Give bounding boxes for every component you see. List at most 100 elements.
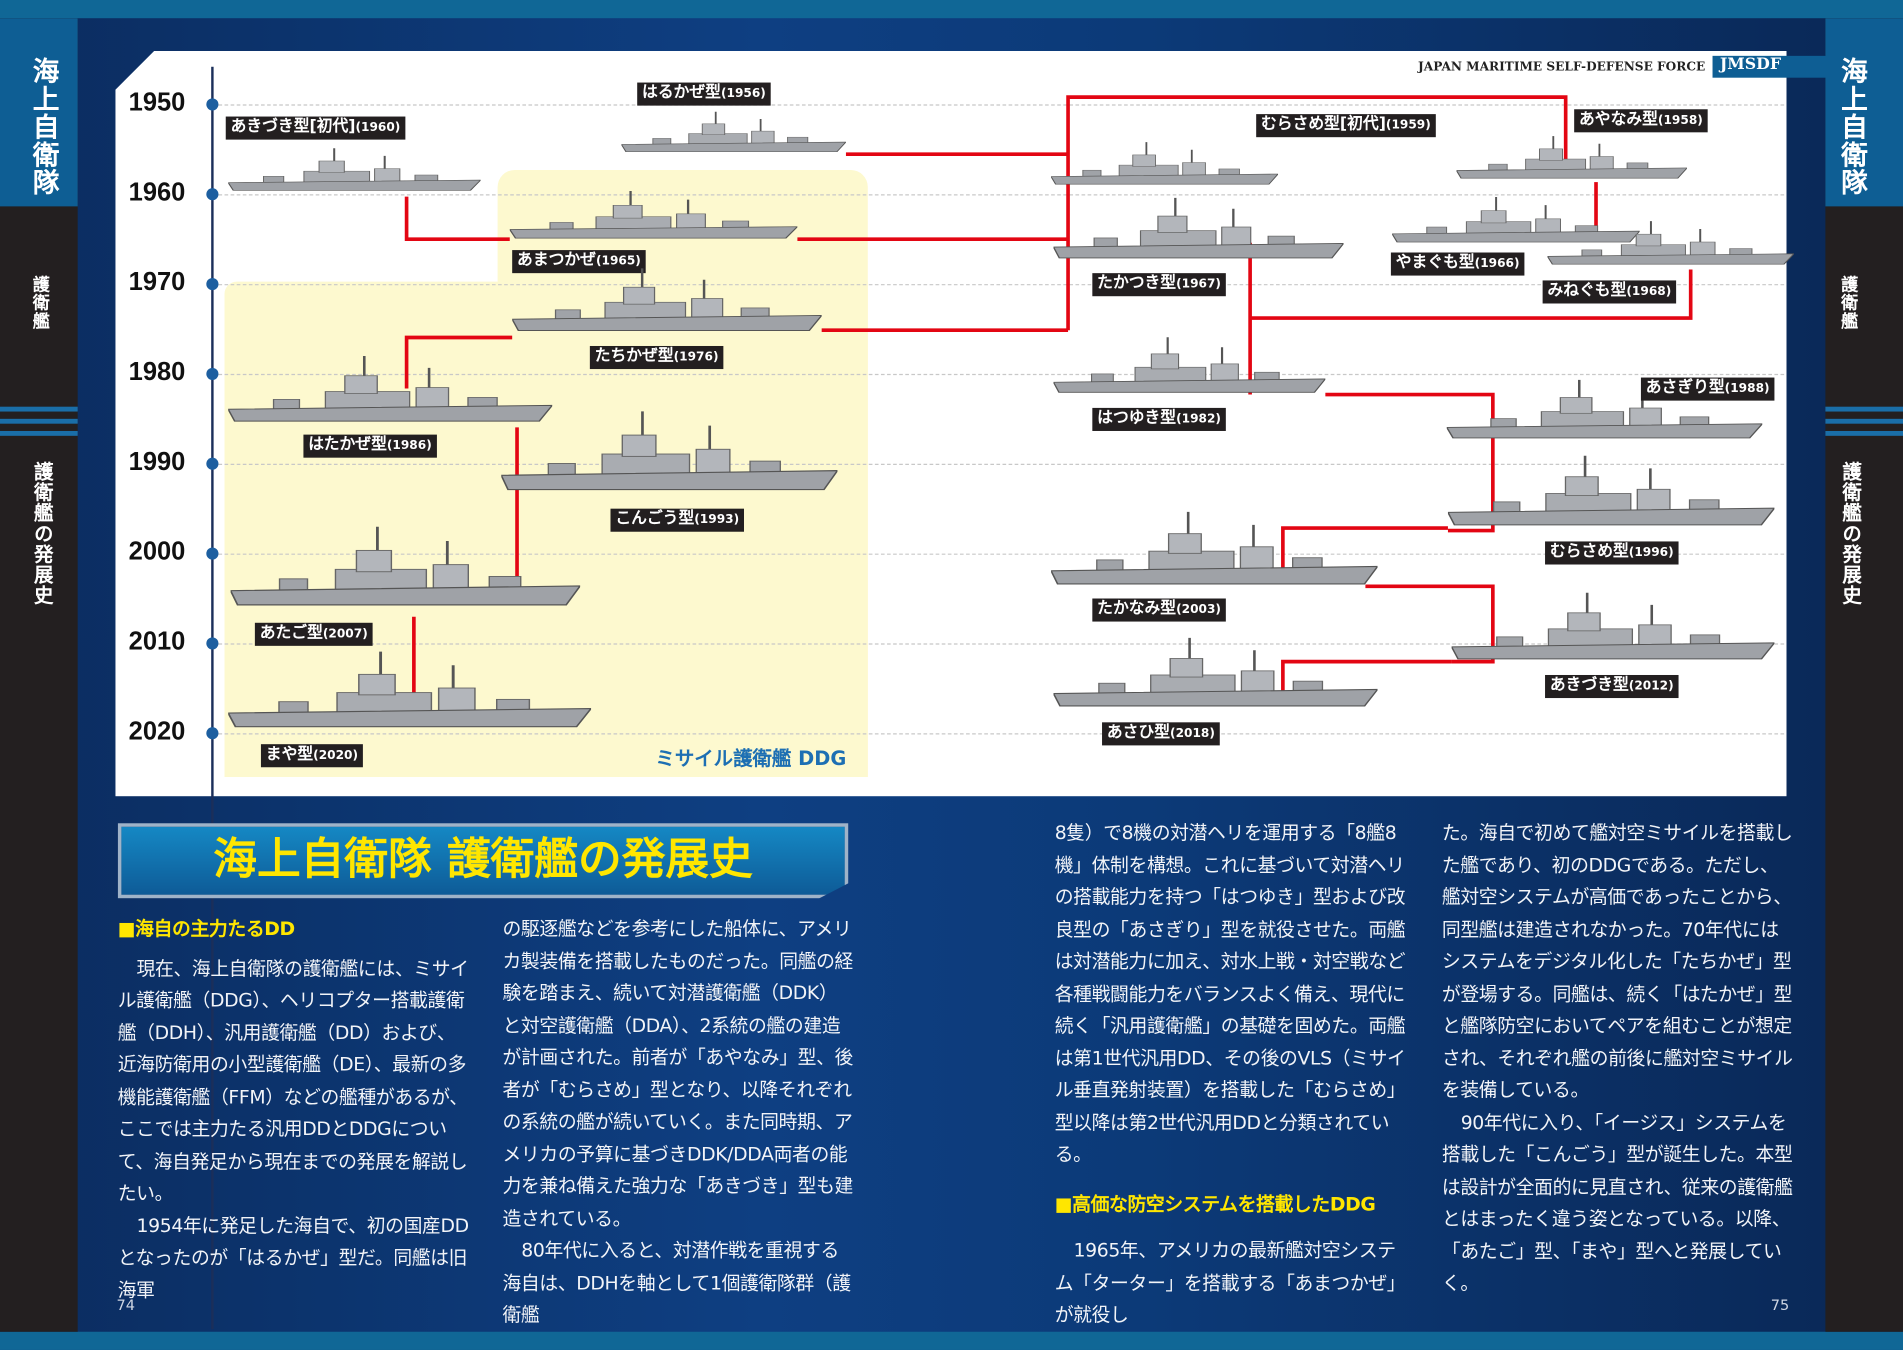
side-section: 護衛艦の発展史	[1838, 461, 1862, 606]
jmsdf-badge: JMSDF	[1712, 55, 1828, 78]
ship-label: はたかぜ型(1986)	[303, 434, 437, 458]
top-band	[0, 0, 1903, 19]
year-marker	[206, 278, 219, 291]
text-column-4: た。海自で初めて艦対空ミサイルを搭載した艦であり、初のDDGである。ただし、艦対…	[1441, 821, 1793, 1295]
side-sub: 護衛艦	[30, 275, 50, 331]
ship-year: (2018)	[1170, 727, 1215, 741]
ship-silhouette	[1052, 634, 1379, 717]
ship-year: (2012)	[1628, 679, 1674, 694]
article-title: 海上自衛隊 護衛艦の発展史	[117, 823, 849, 899]
ship-name: たかつき型	[1097, 274, 1177, 293]
ship-label: たかなみ型(2003)	[1092, 598, 1226, 622]
ship-silhouette	[1455, 134, 1688, 185]
ship-year: (1982)	[1176, 412, 1221, 427]
side-title: 海上自衛隊	[1836, 57, 1867, 197]
ship-silhouette	[508, 188, 799, 245]
ship-name: あたご型	[259, 623, 323, 643]
year-label: 1990	[128, 447, 186, 476]
lineage-line	[1325, 392, 1495, 533]
ship-silhouette	[227, 352, 554, 431]
timeline-axis	[211, 66, 214, 1330]
year-marker	[206, 637, 219, 650]
header-text: JAPAN MARITIME SELF-DEFENSE FORCE	[1418, 60, 1706, 75]
ship-year: (2007)	[322, 627, 368, 641]
ship-year: (1958)	[1657, 114, 1703, 128]
grid-line	[218, 373, 1785, 376]
year-label: 2020	[128, 717, 186, 746]
ddg-label: ミサイル護衛艦 DDG	[655, 746, 847, 770]
section-heading: ■高価な防空システムを搭載したDDG	[1054, 1192, 1376, 1215]
left-side-tab: 海上自衛隊 護衛艦 護衛艦の発展史	[0, 18, 78, 1332]
ship-silhouette	[1546, 219, 1795, 271]
ship-year: (1967)	[1176, 278, 1221, 292]
ship-year: (1976)	[673, 350, 719, 365]
year-marker	[206, 547, 219, 560]
grid-line	[218, 553, 1785, 555]
year-label: 2000	[128, 537, 186, 566]
lineage-line	[404, 196, 510, 241]
ship-name: あさひ型	[1106, 723, 1171, 742]
ship-year: (1996)	[1628, 546, 1674, 560]
ship-silhouette	[229, 522, 582, 617]
ship-name: こんごう型	[615, 509, 695, 529]
ship-label: あまつかぜ(1965)	[512, 250, 646, 274]
page-number-left: 74	[116, 1296, 136, 1314]
ship-name: むらさめ型	[1549, 542, 1629, 561]
year-marker	[206, 457, 219, 470]
ship-label: あやなみ型(1958)	[1574, 109, 1708, 133]
ship-name: たかなみ型	[1097, 599, 1177, 618]
ship-year: (1993)	[694, 513, 740, 527]
right-side-tab: 海上自衛隊 護衛艦 護衛艦の発展史	[1825, 18, 1903, 1332]
lineage-line	[404, 335, 513, 389]
ship-year: (1966)	[1474, 257, 1520, 271]
grid-line	[218, 733, 1785, 735]
ship-silhouette	[226, 647, 593, 738]
ship-year: (1965)	[595, 254, 641, 269]
ship-silhouette	[1049, 507, 1379, 594]
lineage-line	[1365, 584, 1495, 664]
ship-name: あさぎり型	[1645, 378, 1725, 397]
year-label: 1970	[128, 268, 186, 297]
ship-name: あまつかぜ	[517, 251, 596, 270]
text-column-1: ■海自の主力たるDD 現在、海上自衛隊の護衛艦には、ミサイル護衛艦（DDG）、ヘ…	[118, 913, 470, 1306]
ship-label: こんごう型(1993)	[610, 508, 744, 532]
ship-year: (2003)	[1176, 603, 1221, 617]
ship-name: やまぐも型	[1395, 253, 1475, 272]
text-column-3: 8隻）で8機の対潜ヘリを運用する「8艦8機」体制を構想。これに基づいて対潜ヘリの…	[1054, 821, 1406, 1326]
ship-silhouette	[227, 146, 482, 197]
lineage-line	[1066, 95, 1568, 331]
ship-label: はるかぜ型(1956)	[637, 82, 771, 106]
grid-line	[218, 104, 1785, 106]
ship-label: むらさめ型[初代](1959)	[1256, 114, 1436, 138]
ship-year: (1988)	[1724, 382, 1770, 396]
ship-name: はるかぜ型	[642, 83, 721, 102]
ship-silhouette	[620, 109, 847, 158]
ship-name: あきづき型	[1549, 676, 1629, 695]
year-marker	[206, 367, 219, 380]
year-marker	[206, 188, 219, 201]
ship-silhouette	[500, 407, 839, 502]
grid-line	[218, 194, 1785, 196]
ship-silhouette	[1450, 589, 1776, 669]
ship-label: あたご型(2007)	[254, 622, 373, 646]
ship-silhouette	[1446, 452, 1776, 536]
ship-year: (1968)	[1626, 285, 1672, 299]
section-heading: ■海自の主力たるDD	[117, 917, 295, 940]
ship-silhouette	[1052, 334, 1327, 401]
ship-label: みねぐも型(1968)	[1542, 280, 1677, 304]
ship-label: たちかぜ型(1976)	[589, 345, 724, 370]
text-column-2: の駆逐艦などを参考にした船体に、アメリカ製装備を搭載したものだった。同艦の経験を…	[502, 917, 854, 1326]
grid-line	[218, 463, 1785, 465]
lineage-line	[1281, 659, 1452, 699]
side-title: 海上自衛隊	[27, 57, 59, 197]
year-label: 1980	[128, 358, 186, 387]
ship-label: やまぐも型(1966)	[1390, 252, 1525, 276]
grid-line	[218, 643, 1785, 645]
ship-name: あきづき型[初代]	[230, 117, 356, 136]
ship-name: たちかぜ型	[594, 347, 674, 366]
side-sub: 護衛艦	[1838, 275, 1859, 331]
ship-year: (1960)	[355, 121, 401, 135]
ship-label: あさぎり型(1988)	[1640, 377, 1775, 401]
